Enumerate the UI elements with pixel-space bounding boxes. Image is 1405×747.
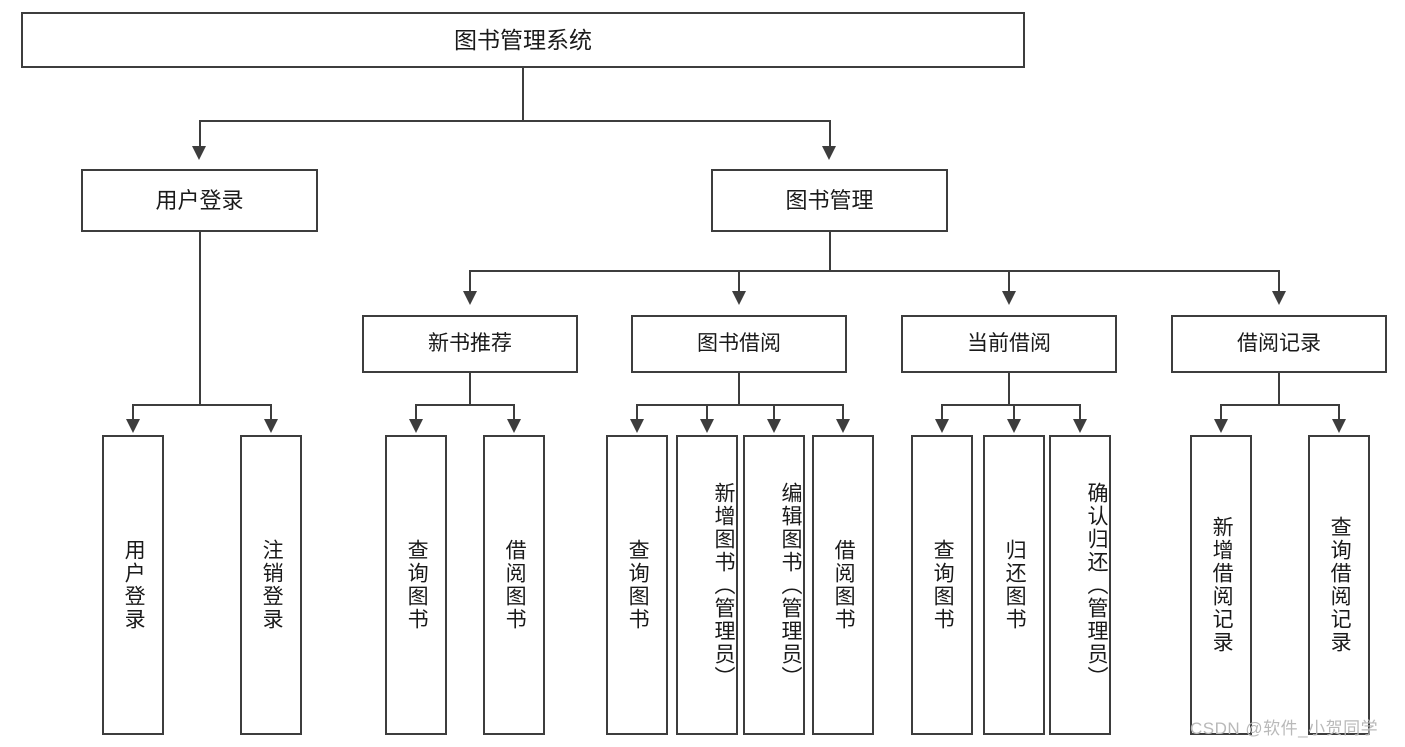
edge-root-bus — [199, 120, 831, 122]
edge-root-to-bookmgmt — [829, 120, 831, 148]
leaf-user-login[interactable]: 用户登录 — [102, 435, 164, 735]
arrow-borrow-to-leaf1 — [630, 419, 644, 433]
arrow-bookmgmt-to-borrow — [732, 291, 746, 305]
leaf-borrow-book-newbook[interactable]: 借阅图书 — [483, 435, 545, 735]
edge-newbook-trunk — [469, 373, 471, 406]
leaf-borrow-book-borrow[interactable]: 借阅图书 — [812, 435, 874, 735]
node-label: 借阅记录 — [1237, 331, 1321, 355]
arrow-login-to-leaf2 — [264, 419, 278, 433]
edge-root-trunk — [522, 68, 524, 120]
arrow-login-to-leaf1 — [126, 419, 140, 433]
edge-login-trunk — [199, 232, 201, 405]
edge-records-bus — [1220, 404, 1339, 406]
arrow-bookmgmt-to-current — [1002, 291, 1016, 305]
node-label: 查询图书 — [626, 539, 650, 631]
leaf-return-book[interactable]: 归还图书 — [983, 435, 1045, 735]
node-label: 借阅图书 — [503, 539, 527, 631]
node-label: 借阅图书 — [832, 539, 856, 631]
node-label: 用户登录 — [122, 539, 146, 631]
edge-bookmgmt-to-borrow — [738, 270, 740, 293]
edge-bookmgmt-trunk — [829, 232, 831, 270]
node-label: 图书管理 — [785, 187, 874, 213]
edge-bookmgmt-bus — [469, 270, 1280, 272]
node-current-borrow[interactable]: 当前借阅 — [901, 315, 1117, 373]
arrow-borrow-to-leaf4 — [836, 419, 850, 433]
leaf-query-book-borrow[interactable]: 查询图书 — [606, 435, 668, 735]
arrow-bookmgmt-to-records — [1272, 291, 1286, 305]
node-new-book-recommend[interactable]: 新书推荐 — [362, 315, 578, 373]
node-label: 查询图书 — [931, 539, 955, 631]
node-label: 当前借阅 — [967, 331, 1051, 355]
node-label: 新书推荐 — [428, 331, 512, 355]
node-label: 确认归还（管理员） — [1085, 481, 1108, 689]
arrow-borrow-to-leaf3 — [767, 419, 781, 433]
leaf-add-book-admin[interactable]: 新增图书（管理员） — [676, 435, 738, 735]
edge-bookmgmt-to-new — [469, 270, 471, 293]
edge-current-to-leaf1 — [941, 404, 943, 421]
arrow-current-to-leaf2 — [1007, 419, 1021, 433]
node-label: 查询借阅记录 — [1328, 516, 1352, 654]
edge-login-to-leaf2 — [270, 404, 272, 421]
edge-borrow-trunk — [738, 373, 740, 406]
edge-newbook-to-leaf2 — [513, 404, 515, 421]
leaf-confirm-return-admin[interactable]: 确认归还（管理员） — [1049, 435, 1111, 735]
node-label: 新增图书（管理员） — [712, 481, 735, 689]
leaf-query-borrow-record[interactable]: 查询借阅记录 — [1308, 435, 1370, 735]
arrow-bookmgmt-to-new — [463, 291, 477, 305]
edge-current-to-leaf3 — [1079, 404, 1081, 421]
leaf-logout[interactable]: 注销登录 — [240, 435, 302, 735]
edge-newbook-bus — [415, 404, 514, 406]
edge-current-trunk — [1008, 373, 1010, 406]
edge-borrow-to-leaf3 — [773, 404, 775, 421]
edge-records-trunk — [1278, 373, 1280, 406]
node-book-management[interactable]: 图书管理 — [711, 169, 948, 232]
arrow-newbook-to-leaf2 — [507, 419, 521, 433]
node-user-login[interactable]: 用户登录 — [81, 169, 318, 232]
node-label: 图书借阅 — [697, 331, 781, 355]
edge-login-bus — [132, 404, 270, 406]
node-book-borrow[interactable]: 图书借阅 — [631, 315, 847, 373]
node-label: 编辑图书（管理员） — [779, 481, 802, 689]
edge-current-bus — [941, 404, 1080, 406]
leaf-query-book-newbook[interactable]: 查询图书 — [385, 435, 447, 735]
arrow-records-to-leaf1 — [1214, 419, 1228, 433]
node-label: 用户登录 — [155, 187, 244, 213]
edge-bookmgmt-to-records — [1278, 270, 1280, 293]
node-label: 查询图书 — [405, 539, 429, 631]
node-root-system[interactable]: 图书管理系统 — [21, 12, 1025, 68]
edge-borrow-to-leaf2 — [706, 404, 708, 421]
arrow-records-to-leaf2 — [1332, 419, 1346, 433]
node-label: 注销登录 — [260, 539, 284, 631]
node-label: 归还图书 — [1003, 539, 1027, 631]
leaf-add-borrow-record[interactable]: 新增借阅记录 — [1190, 435, 1252, 735]
arrow-root-to-bookmgmt — [822, 146, 836, 160]
leaf-query-book-current[interactable]: 查询图书 — [911, 435, 973, 735]
arrow-root-to-login — [192, 146, 206, 160]
arrow-newbook-to-leaf1 — [409, 419, 423, 433]
arrow-current-to-leaf1 — [935, 419, 949, 433]
edge-bookmgmt-to-current — [1008, 270, 1010, 293]
edge-borrow-bus — [636, 404, 843, 406]
edge-records-to-leaf2 — [1338, 404, 1340, 421]
edge-records-to-leaf1 — [1220, 404, 1222, 421]
edge-borrow-to-leaf1 — [636, 404, 638, 421]
edge-borrow-to-leaf4 — [842, 404, 844, 421]
edge-current-to-leaf2 — [1013, 404, 1015, 421]
csdn-watermark: CSDN @软件_小贺同学 — [1190, 719, 1379, 738]
arrow-borrow-to-leaf2 — [700, 419, 714, 433]
edge-newbook-to-leaf1 — [415, 404, 417, 421]
node-label: 图书管理系统 — [454, 26, 592, 53]
leaf-edit-book-admin[interactable]: 编辑图书（管理员） — [743, 435, 805, 735]
edge-root-to-login — [199, 120, 201, 148]
node-label: 新增借阅记录 — [1210, 516, 1234, 654]
node-borrow-records[interactable]: 借阅记录 — [1171, 315, 1387, 373]
arrow-current-to-leaf3 — [1073, 419, 1087, 433]
edge-login-to-leaf1 — [132, 404, 134, 421]
